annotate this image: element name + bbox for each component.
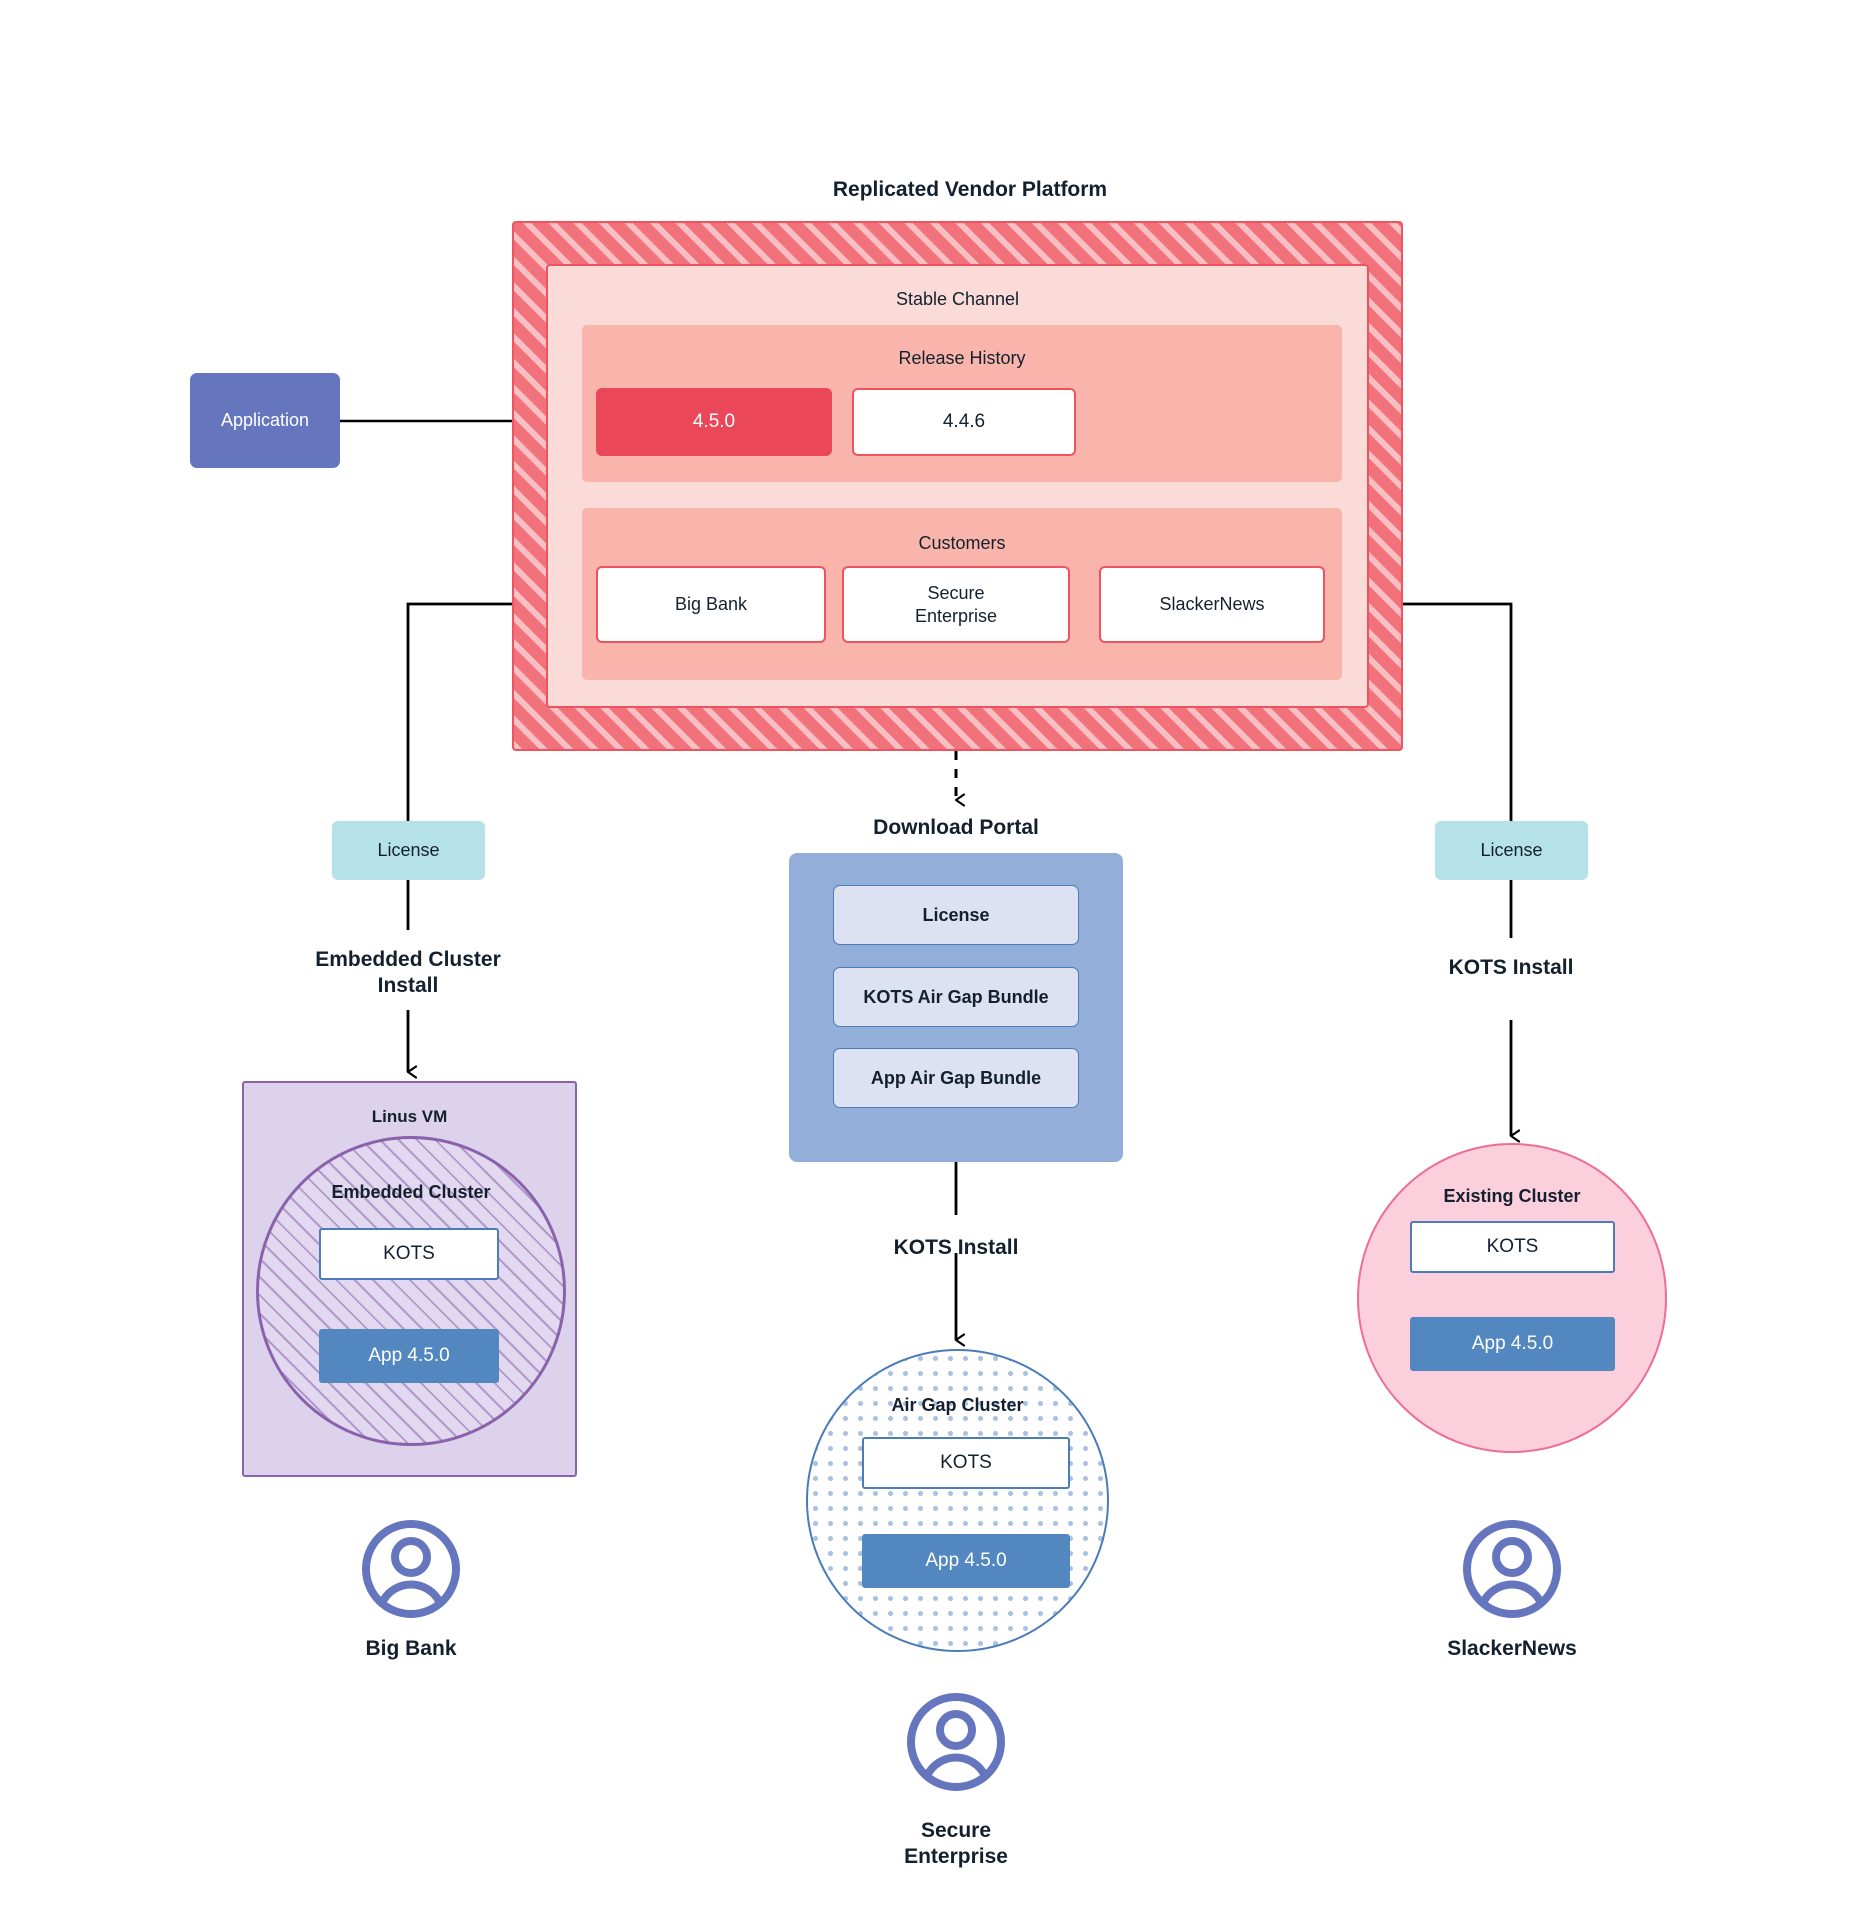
page-title: Replicated Vendor Platform <box>832 177 1108 201</box>
existing-cluster-title: Existing Cluster <box>1443 1185 1581 1206</box>
kots-box-right[interactable]: KOTS <box>1410 1221 1615 1273</box>
avatar-slackernews <box>1462 1519 1562 1619</box>
flow-label-kots-install-center: KOTS Install <box>893 1235 1019 1259</box>
flow-label-kots-install-right: KOTS Install <box>1448 955 1574 979</box>
embedded-cluster-circle <box>256 1136 566 1446</box>
release-history-label: Release History <box>898 347 1026 368</box>
flow-label-embedded-install: Embedded Cluster Install <box>315 947 501 997</box>
user-icon <box>362 1520 460 1618</box>
customer-secure-enterprise[interactable]: Secure Enterprise <box>842 566 1070 643</box>
persona-label-secure-enterprise: Secure Enterprise <box>904 1818 1008 1868</box>
kots-box-left[interactable]: KOTS <box>319 1228 499 1280</box>
existing-cluster-circle <box>1357 1143 1667 1453</box>
download-portal-title: Download Portal <box>873 815 1039 839</box>
user-icon <box>1463 1520 1561 1618</box>
release-4-4-6[interactable]: 4.4.6 <box>852 388 1076 456</box>
embedded-cluster-title: Embedded Cluster <box>331 1181 491 1202</box>
portal-item-app-air-gap-bundle[interactable]: App Air Gap Bundle <box>833 1048 1079 1108</box>
persona-label-slackernews: SlackerNews <box>1447 1636 1577 1660</box>
kots-box-center[interactable]: KOTS <box>862 1437 1070 1489</box>
license-chip-right[interactable]: License <box>1435 821 1588 880</box>
avatar-big-bank <box>361 1519 461 1619</box>
avatar-secure-enterprise <box>906 1692 1006 1792</box>
application-node[interactable]: Application <box>190 373 340 468</box>
app-box-right[interactable]: App 4.5.0 <box>1410 1317 1615 1371</box>
user-icon <box>907 1693 1005 1791</box>
persona-label-big-bank: Big Bank <box>365 1636 457 1660</box>
customer-big-bank[interactable]: Big Bank <box>596 566 826 643</box>
stable-channel-label: Stable Channel <box>895 288 1020 309</box>
linus-vm-title: Linus VM <box>371 1107 448 1127</box>
release-4-5-0[interactable]: 4.5.0 <box>596 388 832 456</box>
customers-label: Customers <box>918 532 1006 553</box>
app-box-center[interactable]: App 4.5.0 <box>862 1534 1070 1588</box>
customer-slackernews[interactable]: SlackerNews <box>1099 566 1325 643</box>
license-chip-left[interactable]: License <box>332 821 485 880</box>
portal-item-license[interactable]: License <box>833 885 1079 945</box>
app-box-left[interactable]: App 4.5.0 <box>319 1329 499 1383</box>
air-gap-cluster-circle <box>806 1349 1109 1652</box>
air-gap-cluster-title: Air Gap Cluster <box>891 1394 1024 1415</box>
portal-item-kots-air-gap-bundle[interactable]: KOTS Air Gap Bundle <box>833 967 1079 1027</box>
